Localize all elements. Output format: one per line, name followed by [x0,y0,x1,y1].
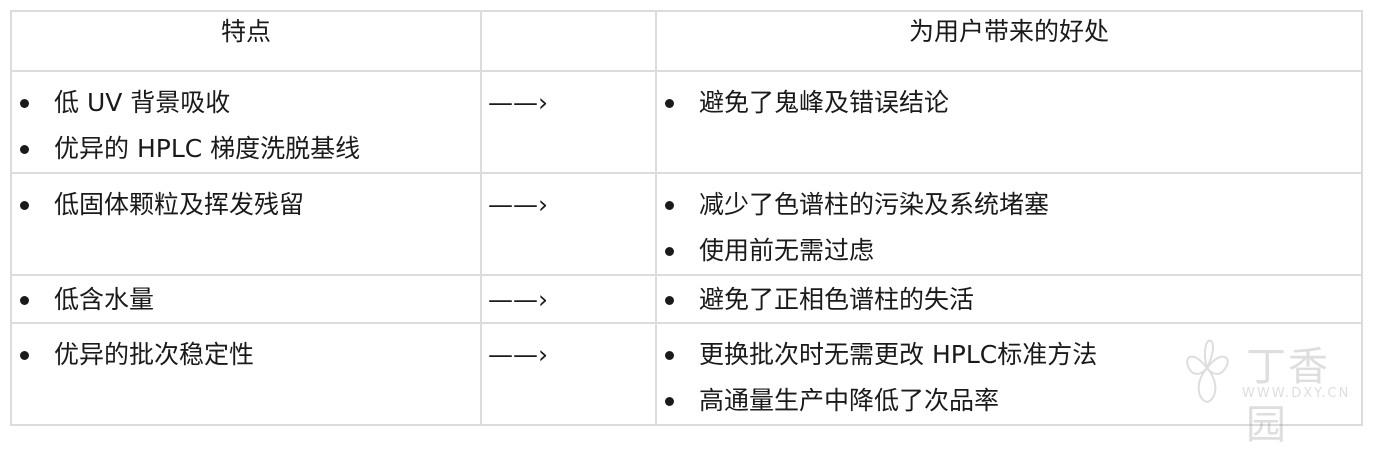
bullet-icon [20,145,29,154]
feature-text: 低 UV 背景吸收 [54,88,231,117]
arrow-icon: ——› [488,88,548,117]
feature-cell: 低含水量 [10,274,482,324]
benefit-cell: 避免了正相色谱柱的失活 [655,274,1363,324]
arrow-icon: ——› [488,285,548,314]
table-header-row: 特点 为用户带来的好处 [10,10,1363,72]
bullet-icon [665,99,674,108]
bullet-icon [665,296,674,305]
benefit-text: 避免了鬼峰及错误结论 [699,88,950,117]
feature-text: 低含水量 [54,285,155,314]
feature-cell: 优异的批次稳定性 [10,322,482,426]
list-item: 低 UV 背景吸收 [12,80,480,126]
list-item: 低固体颗粒及挥发残留 [12,182,480,228]
benefit-text: 减少了色谱柱的污染及系统堵塞 [699,190,1050,219]
table-row: 低含水量 ——› 避免了正相色谱柱的失活 [10,274,1363,324]
arrow-icon: ——› [488,340,548,369]
feature-text: 优异的批次稳定性 [54,340,255,369]
arrow-cell: ——› [480,322,657,426]
feature-cell: 低 UV 背景吸收 优异的 HPLC 梯度洗脱基线 [10,70,482,174]
list-item: 避免了鬼峰及错误结论 [657,80,1361,126]
table-row: 优异的批次稳定性 ——› 更换批次时无需更改 HPLC标准方法 高通量生产中降低… [10,322,1363,426]
arrow-cell: ——› [480,274,657,324]
benefit-text: 更换批次时无需更改 HPLC标准方法 [699,340,1098,369]
clove-flower-logo-icon [1186,339,1229,404]
benefit-cell: 更换批次时无需更改 HPLC标准方法 高通量生产中降低了次品率 [655,322,1363,426]
bullet-icon [665,247,674,256]
list-item: 更换批次时无需更改 HPLC标准方法 [657,332,1361,378]
feature-benefit-table: 特点 为用户带来的好处 低 UV 背景吸收 优异的 HPLC 梯度洗脱基线 ——… [10,10,1363,426]
arrow-cell: ——› [480,70,657,174]
list-item: 低含水量 [12,280,480,320]
header-middle [480,10,657,72]
feature-cell: 低固体颗粒及挥发残留 [10,172,482,276]
benefit-cell: 避免了鬼峰及错误结论 [655,70,1363,174]
benefit-cell: 减少了色谱柱的污染及系统堵塞 使用前无需过虑 [655,172,1363,276]
list-item: 优异的批次稳定性 [12,332,480,378]
arrow-cell: ——› [480,172,657,276]
list-item: 高通量生产中降低了次品率 [657,378,1361,424]
list-item: 避免了正相色谱柱的失活 [657,280,1361,320]
bullet-icon [665,201,674,210]
watermark-url: WWW.DXY.CN [1242,386,1351,401]
table-row: 低 UV 背景吸收 优异的 HPLC 梯度洗脱基线 ——› 避免了鬼峰及错误结论 [10,70,1363,174]
list-item: 减少了色谱柱的污染及系统堵塞 [657,182,1361,228]
list-item: 使用前无需过虑 [657,228,1361,274]
header-feature: 特点 [10,10,482,72]
bullet-icon [665,397,674,406]
header-benefit: 为用户带来的好处 [655,10,1363,72]
feature-text: 优异的 HPLC 梯度洗脱基线 [54,134,361,163]
bullet-icon [20,296,29,305]
bullet-icon [665,351,674,360]
benefit-text: 避免了正相色谱柱的失活 [699,285,975,314]
feature-text: 低固体颗粒及挥发残留 [54,190,305,219]
benefit-text: 高通量生产中降低了次品率 [699,386,1000,415]
arrow-icon: ——› [488,190,548,219]
bullet-icon [20,351,29,360]
bullet-icon [20,201,29,210]
list-item: 优异的 HPLC 梯度洗脱基线 [12,126,480,172]
bullet-icon [20,99,29,108]
benefit-text: 使用前无需过虑 [699,236,875,265]
watermark: 丁香园 WWW.DXY.CN [1172,328,1362,448]
table-row: 低固体颗粒及挥发残留 ——› 减少了色谱柱的污染及系统堵塞 使用前无需过虑 [10,172,1363,276]
